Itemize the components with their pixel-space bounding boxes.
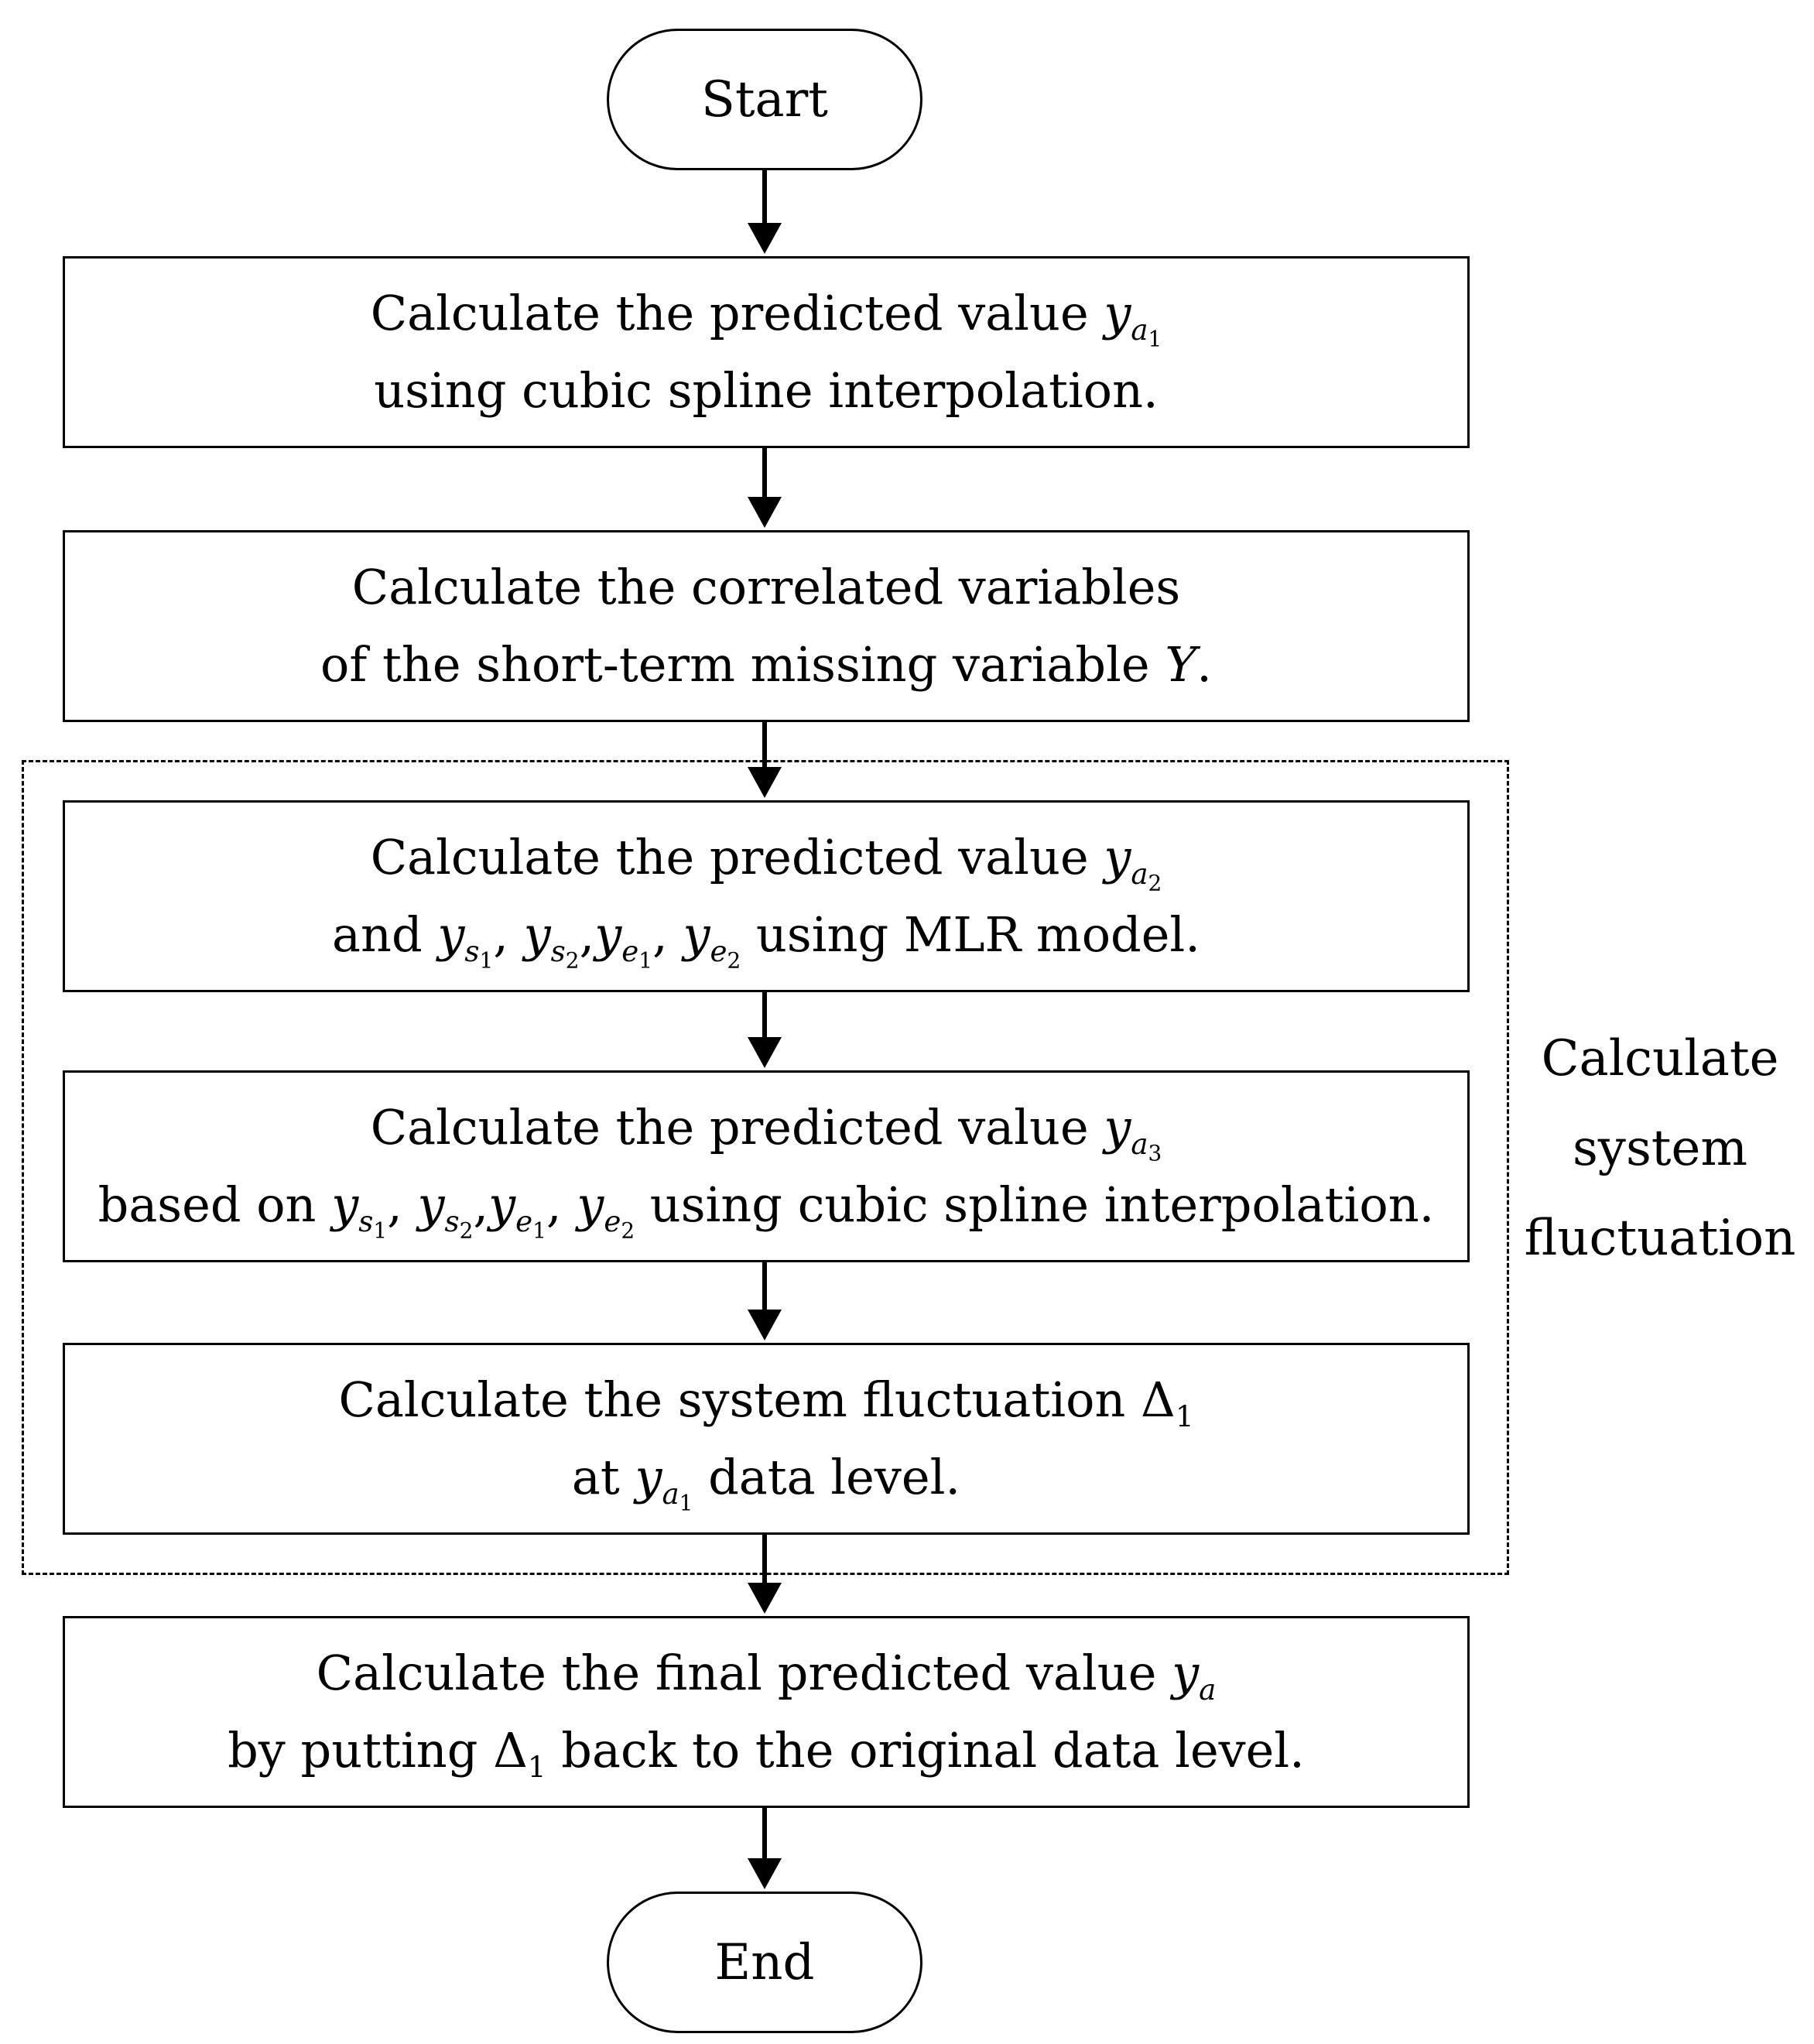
step-2-line-2: of the short-term missing variable Y. xyxy=(320,626,1212,704)
step-2-line-1: Calculate the correlated variables xyxy=(352,549,1181,626)
text-run: , xyxy=(579,906,595,963)
math-variable: Y xyxy=(1165,636,1197,693)
math-variable: Δ1 xyxy=(493,1722,546,1785)
arrow-step5-to-step6 xyxy=(748,1535,782,1614)
step-4-line-2: based on ys1, ys2,ye1, ye2 using cubic s… xyxy=(98,1166,1435,1244)
start-terminal: Start xyxy=(607,29,922,170)
arrow-start-to-step1 xyxy=(748,170,782,254)
math-variable: ya1 xyxy=(1104,285,1162,352)
text-run: of the short-term missing variable xyxy=(320,636,1165,693)
math-variable: ye1 xyxy=(594,906,653,974)
math-variable: ys1 xyxy=(331,1176,388,1244)
text-run: using MLR model. xyxy=(741,906,1200,963)
step-3-line-2: and ys1, ys2,ye1, ye2 using MLR model. xyxy=(332,896,1200,974)
math-variable: ya3 xyxy=(1104,1099,1162,1166)
math-variable: ya2 xyxy=(1104,829,1162,896)
text-run: Calculate the predicted value xyxy=(370,1099,1104,1156)
arrow-step4-to-step5 xyxy=(748,1262,782,1340)
end-terminal: End xyxy=(607,1892,922,2033)
arrow-step3-to-step4 xyxy=(748,992,782,1068)
text-run: Calculate the predicted value xyxy=(370,285,1104,341)
start-label: Start xyxy=(700,70,829,128)
text-run: and xyxy=(332,906,438,963)
math-variable: ye2 xyxy=(577,1176,635,1244)
group-label-line-1: Calculate xyxy=(1541,1030,1779,1087)
group-label-line-3: fluctuation xyxy=(1524,1210,1796,1267)
text-run: back to the original data level. xyxy=(546,1722,1305,1779)
step-3-box: Calculate the predicted value ya2 and ys… xyxy=(63,800,1470,992)
end-label: End xyxy=(714,1933,815,1991)
step-4-line-1: Calculate the predicted value ya3 xyxy=(371,1089,1162,1166)
group-label-line-2: system xyxy=(1572,1120,1748,1177)
math-variable: Δ1 xyxy=(1141,1371,1194,1434)
arrow-step1-to-step2 xyxy=(748,448,782,528)
text-run: at xyxy=(571,1449,635,1505)
math-variable: ya xyxy=(1172,1645,1217,1707)
text-run: data level. xyxy=(693,1449,961,1505)
step-1-line-2: using cubic spline interpolation. xyxy=(374,352,1159,430)
text-run: Calculate the predicted value xyxy=(370,829,1104,885)
arrow-step2-to-step3 xyxy=(748,722,782,798)
math-variable: ye2 xyxy=(683,906,741,974)
math-variable: ys2 xyxy=(417,1176,474,1244)
arrow-step6-to-end xyxy=(748,1808,782,1889)
math-variable: ys1 xyxy=(437,906,494,974)
step-5-box: Calculate the system fluctuation Δ1 at y… xyxy=(63,1343,1470,1535)
group-label: Calculate system fluctuation xyxy=(1513,1014,1807,1283)
text-run: Calculate the final predicted value xyxy=(316,1645,1172,1701)
text-run: , xyxy=(473,1176,489,1233)
step-1-box: Calculate the predicted value ya1 using … xyxy=(63,256,1470,448)
step-3-line-1: Calculate the predicted value ya2 xyxy=(371,819,1162,896)
text-run: , xyxy=(652,906,683,963)
text-run: , xyxy=(493,906,524,963)
text-run: . xyxy=(1196,636,1212,693)
step-6-line-2: by putting Δ1 back to the original data … xyxy=(228,1712,1305,1789)
text-run: using cubic spline interpolation. xyxy=(635,1176,1435,1233)
text-run: using cubic spline interpolation. xyxy=(374,362,1159,419)
step-6-line-1: Calculate the final predicted value ya xyxy=(317,1635,1217,1712)
step-5-line-1: Calculate the system fluctuation Δ1 xyxy=(339,1361,1194,1439)
step-6-box: Calculate the final predicted value ya b… xyxy=(63,1616,1470,1808)
text-run: Calculate the system fluctuation xyxy=(338,1371,1141,1428)
text-run: , xyxy=(387,1176,418,1233)
math-variable: ys2 xyxy=(523,906,580,974)
text-run: by putting xyxy=(228,1722,494,1779)
step-5-line-2: at ya1 data level. xyxy=(572,1439,960,1516)
step-2-box: Calculate the correlated variables of th… xyxy=(63,530,1470,722)
math-variable: ya1 xyxy=(635,1449,693,1516)
text-run: based on xyxy=(98,1176,332,1233)
text-run: Calculate the correlated variables xyxy=(351,559,1181,615)
math-variable: ye1 xyxy=(488,1176,546,1244)
text-run: , xyxy=(546,1176,577,1233)
step-4-box: Calculate the predicted value ya3 based … xyxy=(63,1070,1470,1262)
step-1-line-1: Calculate the predicted value ya1 xyxy=(371,275,1162,352)
